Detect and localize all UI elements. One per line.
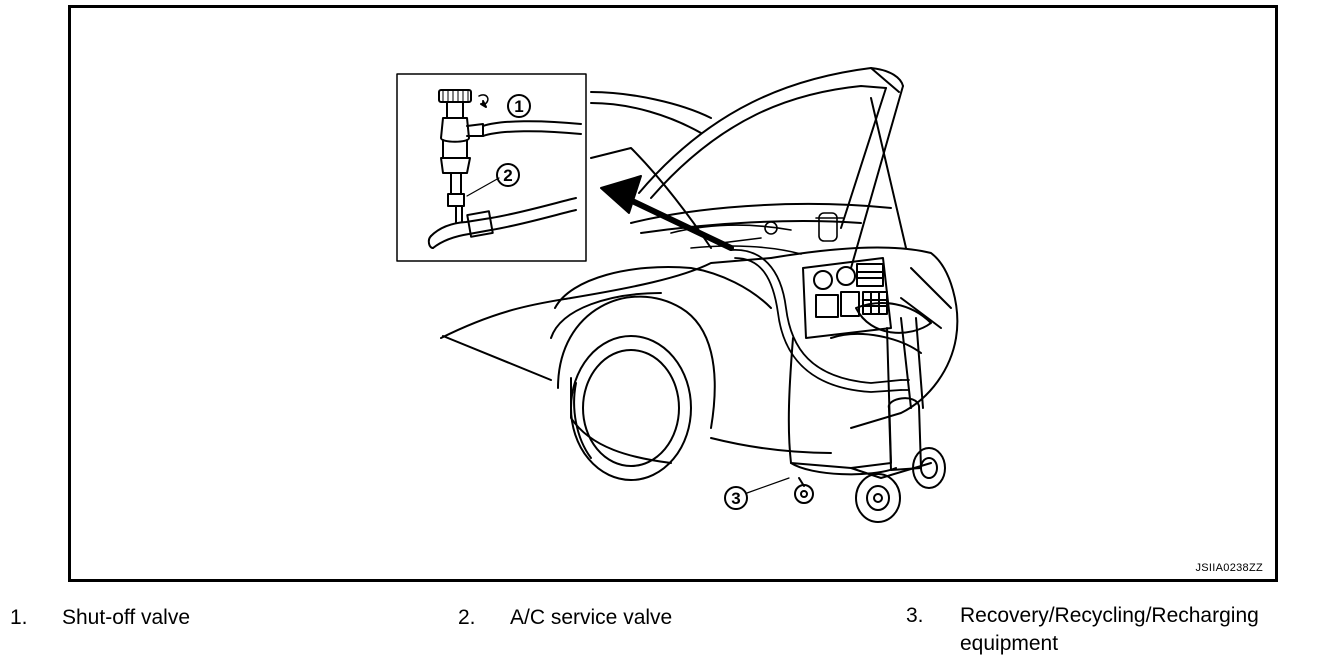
legend-label: A/C service valve [510,606,673,629]
callout-1-label: 1 [514,97,523,116]
legend-label: Recovery/Recycling/Recharging [960,604,1259,627]
ac-service-illustration: 1 2 3 [396,67,959,523]
callout-2-label: 2 [503,166,512,185]
figure-frame: 1 2 3 JSIIA0238ZZ [68,5,1278,582]
car-body [440,91,959,464]
callout-3: 3 [724,477,790,510]
legend-label: Shut-off valve [62,606,191,629]
legend-item-3: 3. Recovery/Recycling/Recharging equipme… [896,602,1316,660]
callout-3-label: 3 [731,489,740,508]
callout-1: 1 [507,94,531,118]
service-hoses [730,249,910,393]
legend-number: 1. [10,606,28,629]
callout-2: 2 [496,163,520,187]
figure-code: JSIIA0238ZZ [1195,562,1263,574]
recovery-recharging-machine [787,257,946,523]
front-wheel [570,335,692,481]
legend-number: 2. [458,606,476,629]
detail-inset [396,73,587,262]
legend-label-line2: equipment [960,632,1059,655]
open-hood [638,67,907,269]
legend-item-1: 1. Shut-off valve [0,604,400,634]
legend-number: 3. [906,604,924,627]
detail-pointer-arrow [600,175,734,251]
engine-components [670,212,844,255]
legend-item-2: 2. A/C service valve [448,604,848,634]
